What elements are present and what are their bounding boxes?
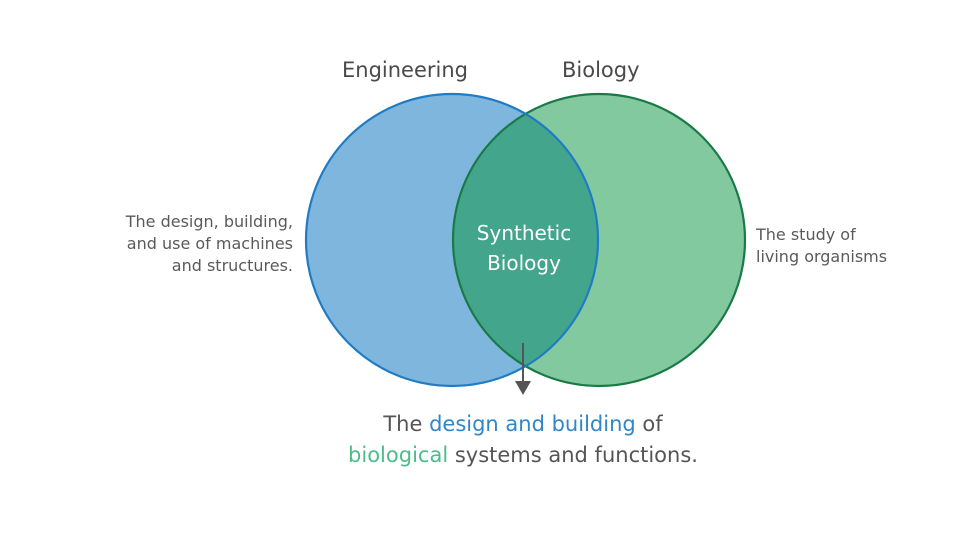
caption-line-1: The design and building of <box>250 409 796 440</box>
engineering-description: The design, building, and use of machine… <box>53 211 293 277</box>
intersection-region <box>453 94 598 386</box>
engineering-description-line: The design, building, <box>125 212 293 231</box>
engineering-description-line: and structures. <box>171 256 293 275</box>
synthetic-biology-label: Synthetic Biology <box>444 218 604 278</box>
caption-text: systems and functions. <box>448 443 698 467</box>
caption-text: of <box>635 412 663 436</box>
caption-highlight-biology: biological <box>348 443 449 467</box>
definition-caption: The design and building of biological sy… <box>250 409 796 471</box>
caption-highlight-engineering: design and building <box>429 412 636 436</box>
engineering-title: Engineering <box>342 58 468 82</box>
biology-description-line: The study of <box>756 225 856 244</box>
engineering-circle-outline <box>304 92 600 388</box>
biology-circle-outline <box>451 92 747 388</box>
synthetic-biology-line: Biology <box>487 251 561 275</box>
caption-text: The <box>383 412 430 436</box>
caption-line-2: biological systems and functions. <box>250 440 796 471</box>
engineering-description-line: and use of machines <box>126 234 293 253</box>
arrow-down-icon <box>515 381 531 395</box>
biology-description-line: living organisms <box>756 247 888 266</box>
biology-description: The study of living organisms <box>756 224 966 268</box>
biology-title: Biology <box>562 58 640 82</box>
synthetic-biology-line: Synthetic <box>476 221 572 245</box>
